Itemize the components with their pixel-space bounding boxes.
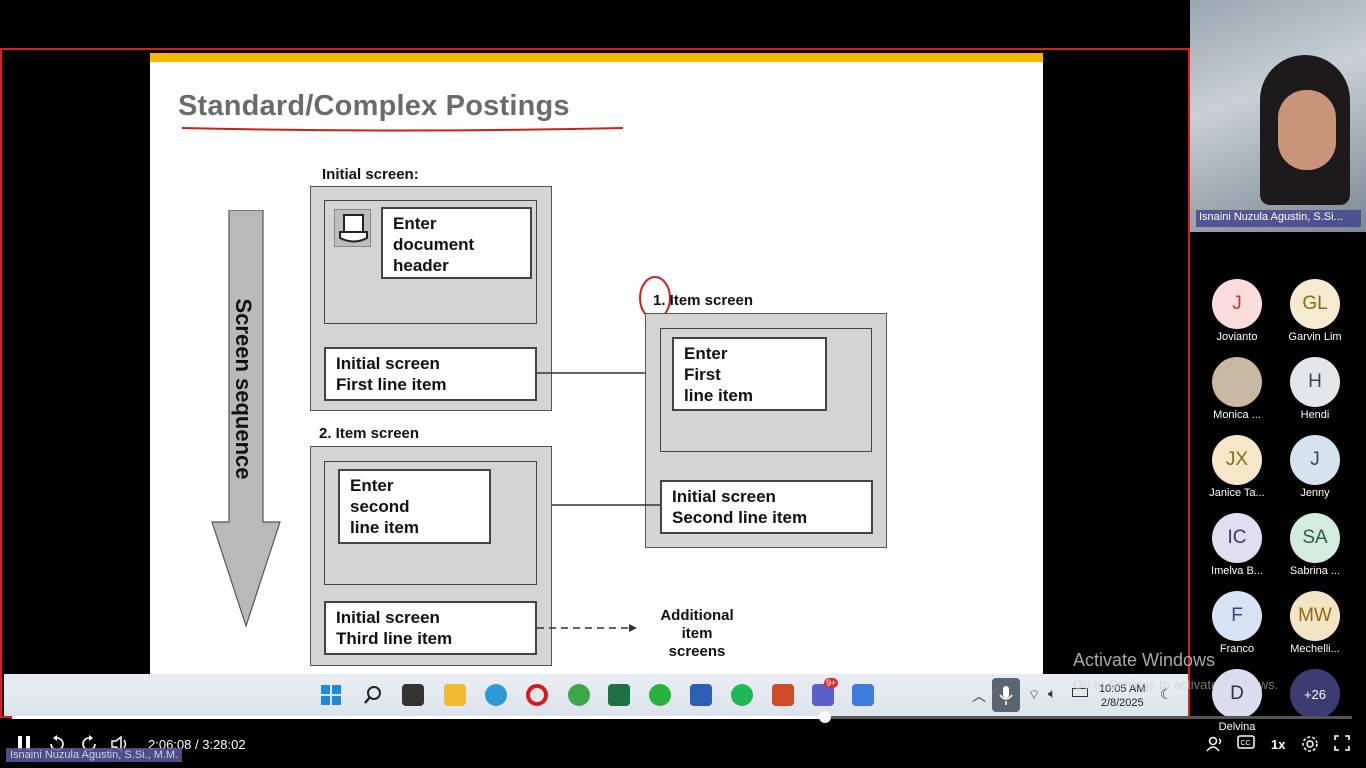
participant-name: Garvin Lim — [1288, 331, 1342, 343]
windows-start-icon[interactable] — [320, 684, 342, 706]
volume-icon[interactable]: 🔈︎ — [1048, 685, 1057, 701]
initial-screen-label: Initial screen: — [322, 166, 419, 183]
participant-tile[interactable]: MW Mechelli... — [1277, 591, 1353, 655]
avatar: F — [1212, 591, 1262, 641]
microphone-icon[interactable] — [992, 678, 1020, 712]
svg-text:CC: CC — [1241, 740, 1251, 747]
speaker-face — [1278, 90, 1336, 170]
item2-label: 2. Item screen — [319, 425, 420, 442]
avatar: SA — [1290, 513, 1340, 563]
speaker-name: Isnaini Nuzula Agustin, S.Si... — [1196, 210, 1361, 227]
sequence-arrow — [211, 210, 281, 628]
chevron-up-icon[interactable]: ︿ — [972, 688, 986, 704]
participant-tile[interactable]: SA Sabrina ... — [1277, 513, 1353, 577]
participant-tile[interactable]: J Jenny — [1277, 435, 1353, 499]
speaker-video: Isnaini Nuzula Agustin, S.Si... — [1190, 0, 1366, 232]
participants-icon[interactable] — [1206, 735, 1224, 758]
powerpoint-icon[interactable] — [772, 684, 794, 706]
spotify-icon[interactable] — [731, 684, 753, 706]
shared-screen: Standard/Complex Postings Screen sequenc… — [0, 48, 1190, 718]
participant-tile[interactable]: F Franco — [1199, 591, 1275, 655]
participant-tile[interactable]: D Delvina — [1199, 669, 1275, 733]
chrome-icon[interactable] — [568, 684, 590, 706]
avatar: +26 — [1290, 669, 1340, 719]
file-explorer-icon[interactable] — [444, 684, 466, 706]
bottom-name-label: Isnaini Nuzula Agustin, S.Si., M.M. — [6, 748, 183, 762]
avatar: IC — [1212, 513, 1262, 563]
avatar — [1212, 357, 1262, 407]
participant-name: Hendi — [1300, 409, 1330, 421]
dashed-arrow — [537, 624, 637, 632]
avatar: H — [1290, 357, 1340, 407]
participant-tile[interactable]: JX Janice Ta... — [1199, 435, 1275, 499]
gear-icon[interactable] — [1301, 735, 1319, 758]
captions-button[interactable]: CC — [1237, 735, 1255, 754]
participant-tile[interactable]: Monica ... — [1199, 357, 1275, 421]
fullscreen-icon[interactable] — [1334, 735, 1350, 756]
participant-tile[interactable]: J Jovianto — [1199, 279, 1275, 343]
word-icon[interactable] — [690, 684, 712, 706]
participant-tile[interactable]: IC Imelva B... — [1199, 513, 1275, 577]
avatar: JX — [1212, 435, 1262, 485]
edge-icon[interactable] — [485, 684, 507, 706]
participant-name: Delvina — [1218, 721, 1256, 733]
participant-tile[interactable]: +26 — [1277, 669, 1353, 719]
participant-name: Imelva B... — [1211, 565, 1263, 577]
battery-icon[interactable] — [1072, 688, 1088, 697]
wifi-icon[interactable]: ⌔ — [1028, 687, 1041, 702]
participant-tile[interactable]: GL Garvin Lim — [1277, 279, 1353, 343]
sequence-label: Screen sequence — [231, 298, 256, 480]
opera-icon[interactable] — [526, 684, 548, 706]
item1-label: 1. Item screen — [653, 292, 754, 309]
avatar: D — [1212, 669, 1262, 719]
moon-icon[interactable]: ☾ — [1160, 686, 1173, 702]
participant-name: Monica ... — [1213, 409, 1261, 421]
activate-windows-title: Activate Windows — [1073, 650, 1216, 670]
task-view-icon[interactable] — [402, 684, 424, 706]
teams-icon[interactable]: 9+ — [812, 678, 839, 706]
avatar: MW — [1290, 591, 1340, 641]
participant-name: Sabrina ... — [1289, 565, 1341, 577]
slide: Standard/Complex Postings Screen sequenc… — [150, 53, 1043, 675]
participant-tile[interactable]: H Hendi — [1277, 357, 1353, 421]
participant-name: Jenny — [1300, 487, 1330, 499]
participant-name: Janice Ta... — [1209, 487, 1265, 499]
whatsapp-icon[interactable] — [649, 684, 671, 706]
progress-knob[interactable] — [819, 711, 832, 723]
pause-button[interactable] — [16, 735, 32, 756]
speed-button[interactable]: 1x — [1271, 737, 1286, 752]
header-icon — [334, 209, 371, 247]
excel-icon[interactable] — [608, 684, 630, 706]
avatar: J — [1212, 279, 1262, 329]
participant-name: Mechelli... — [1290, 643, 1340, 655]
progress-fill — [12, 716, 826, 719]
search-icon[interactable] — [362, 684, 384, 706]
progress-bar[interactable] — [12, 711, 1352, 723]
slide-title: Standard/Complex Postings — [178, 90, 570, 122]
avatar: GL — [1290, 279, 1340, 329]
participant-name: Franco — [1219, 643, 1255, 655]
avatar: J — [1290, 435, 1340, 485]
participant-name: Jovianto — [1216, 331, 1258, 343]
title-underline — [181, 127, 624, 132]
notification-badge: 9+ — [824, 678, 839, 688]
app-icon[interactable] — [852, 684, 874, 706]
